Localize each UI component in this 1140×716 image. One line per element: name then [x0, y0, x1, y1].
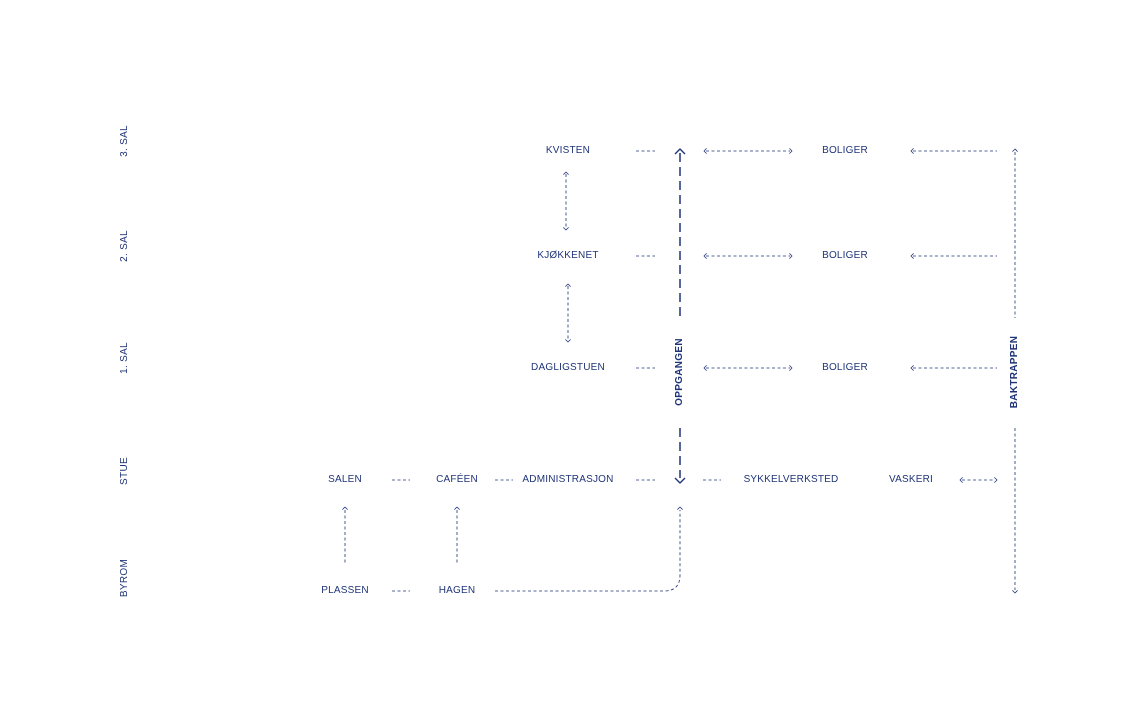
floor-label-3-sal: 3. SAL	[119, 125, 130, 157]
arrowhead-baktrappen-boliger-0	[910, 148, 914, 154]
space-plassen: PLASSEN	[321, 585, 369, 596]
stair-label-baktrappen: BAKTRAPPEN	[1009, 335, 1020, 409]
arrowhead-salen-up	[342, 506, 348, 510]
space-vaskeri: VASKERI	[888, 474, 934, 485]
link-hagen-oppgangen	[495, 510, 681, 592]
space-hagen: HAGEN	[438, 585, 476, 596]
arrowhead-cafeen-up	[454, 506, 460, 510]
floor-label-2-sal: 2. SAL	[119, 230, 130, 262]
space-administrasjon: ADMINISTRASJON	[522, 474, 614, 485]
space-boliger-2: BOLIGER	[822, 250, 868, 261]
arrowhead-baktrappen-boliger-2	[910, 365, 914, 371]
arrowhead-vaskeri-left	[959, 477, 963, 483]
floor-label-byrom: BYROM	[119, 558, 130, 598]
space-boliger-1: BOLIGER	[822, 362, 868, 373]
space-sykkelverksted: SYKKELVERKSTED	[743, 474, 839, 485]
arrowhead-left-boliger-0	[703, 148, 707, 154]
space-boliger-3: BOLIGER	[822, 145, 868, 156]
arrowhead-right-boliger-1	[789, 253, 793, 259]
space-kjokkenet: KJØKKENET	[537, 250, 599, 261]
space-kvisten: KVISTEN	[545, 145, 591, 156]
space-dagligstuen: DAGLIGSTUEN	[531, 362, 605, 373]
arrowhead-right-boliger-2	[789, 365, 793, 371]
stair-label-oppgangen: OPPGANGEN	[674, 338, 685, 406]
arrowhead-hagen-oppgangen	[677, 506, 683, 510]
arrowhead-dagligstuen-down	[565, 339, 571, 343]
arrowhead-baktrappen-boliger-1	[910, 253, 914, 259]
arrowhead-kjokkenet-down	[563, 227, 569, 231]
arrowhead-kjokkenet-up	[565, 283, 571, 287]
floor-label-1-sal: 1. SAL	[119, 342, 130, 374]
stair-baktrappen-arrow-up	[1012, 148, 1018, 152]
arrowhead-left-boliger-2	[703, 365, 707, 371]
arrowhead-vaskeri-right	[994, 477, 998, 483]
arrowhead-right-boliger-0	[789, 148, 793, 154]
arrowhead-kvisten-up	[563, 171, 569, 175]
stair-oppgangen-arrow-down	[674, 477, 686, 484]
stair-oppgangen-arrow-up	[674, 148, 686, 155]
arrowhead-left-boliger-1	[703, 253, 707, 259]
space-cafeen: CAFÉEN	[436, 474, 478, 485]
floor-label-stue: STUE	[119, 457, 130, 485]
stair-baktrappen-arrow-down	[1012, 590, 1018, 594]
space-salen: SALEN	[328, 474, 362, 485]
